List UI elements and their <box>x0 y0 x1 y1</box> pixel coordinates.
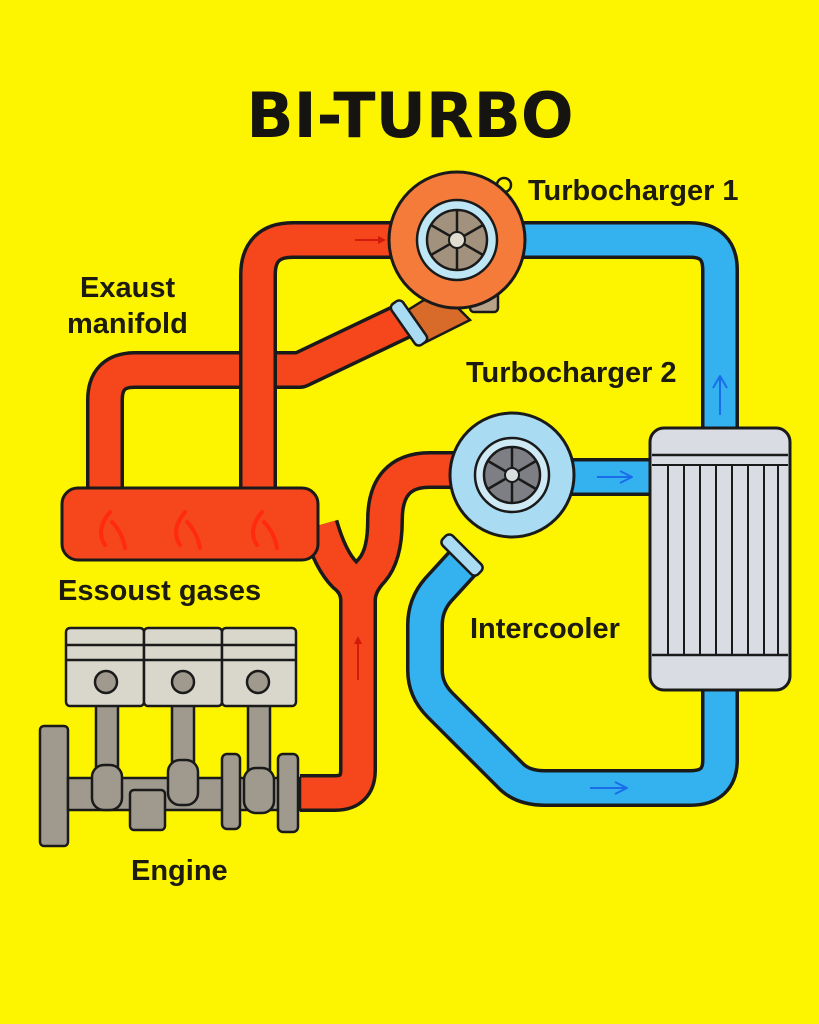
flame-icon <box>99 510 127 550</box>
flow-arrow-right-icon <box>590 781 628 795</box>
flow-arrow-up-icon <box>712 375 728 415</box>
label-exhaust-gases: Essoust gases <box>58 575 261 607</box>
label-intercooler: Intercooler <box>470 613 620 645</box>
turbocharger-1 <box>387 170 527 347</box>
intercooler <box>648 426 792 692</box>
flywheel <box>38 724 70 848</box>
page-title: BI-TURBO <box>246 79 573 152</box>
flame-icon <box>251 510 279 550</box>
engine <box>38 626 302 848</box>
label-exhaust-manifold-line2: manifold <box>67 308 188 340</box>
flow-arrow-right-icon <box>597 470 633 484</box>
flame-icon <box>174 510 202 550</box>
exhaust-pipe-to-turbo1-lower <box>86 302 414 500</box>
exhaust-pipes <box>86 221 455 812</box>
exhaust-pipe-to-turbo2 <box>300 451 455 812</box>
piston <box>142 626 224 807</box>
turbocharger-2 <box>440 411 576 577</box>
label-exhaust-manifold-line1: Exaust <box>80 272 175 304</box>
exhaust-manifold <box>60 486 320 562</box>
piston <box>220 626 298 815</box>
label-engine: Engine <box>131 855 228 887</box>
label-turbocharger-1: Turbocharger 1 <box>528 175 739 207</box>
intake-pipes <box>406 221 739 807</box>
label-turbocharger-2: Turbocharger 2 <box>466 357 677 389</box>
exhaust-pipe-to-turbo1-upper <box>239 221 395 500</box>
